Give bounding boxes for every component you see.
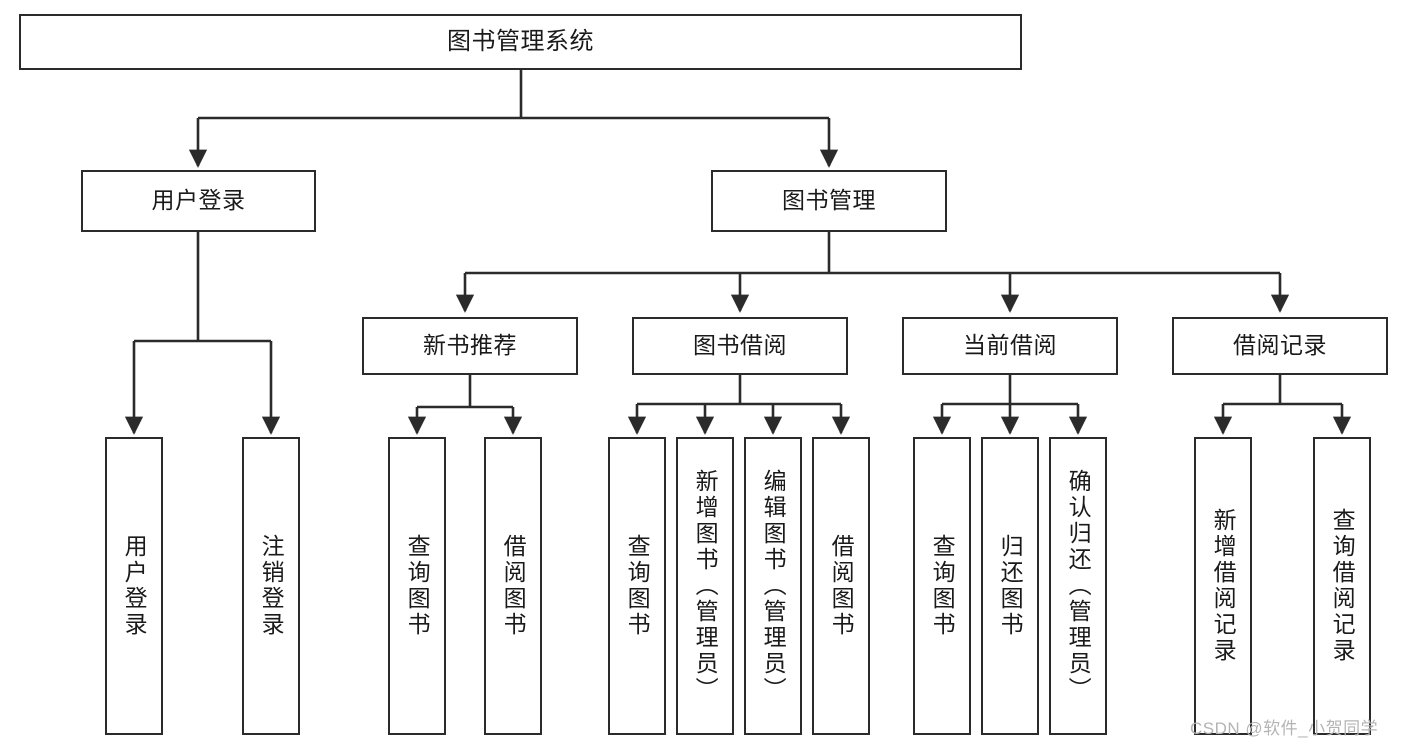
leaf-add-borrow-record[interactable]: 新增借阅记录 [1194, 437, 1252, 735]
leaf-query-borrow-record[interactable]: 查询借阅记录 [1313, 437, 1371, 735]
node-book-management[interactable]: 图书管理 [711, 170, 947, 232]
node-user-login[interactable]: 用户登录 [81, 170, 316, 232]
leaf-return-book[interactable]: 归还图书 [981, 437, 1039, 735]
leaf-add-book-admin[interactable]: 新增图书（管理员） [676, 437, 734, 735]
node-current-borrowing[interactable]: 当前借阅 [902, 317, 1118, 375]
csdn-watermark: CSDN @软件_小贺同学 [1190, 719, 1379, 738]
node-root-book-management-system[interactable]: 图书管理系统 [19, 14, 1022, 70]
leaf-confirm-return-admin[interactable]: 确认归还（管理员） [1049, 437, 1107, 735]
leaf-logout[interactable]: 注销登录 [242, 437, 300, 735]
node-borrow-records[interactable]: 借阅记录 [1172, 317, 1388, 375]
node-new-book-recommendation[interactable]: 新书推荐 [362, 317, 578, 375]
leaf-query-books-new-book[interactable]: 查询图书 [388, 437, 446, 735]
leaf-user-login[interactable]: 用户登录 [105, 437, 163, 735]
node-book-borrowing[interactable]: 图书借阅 [632, 317, 848, 375]
leaf-edit-book-admin[interactable]: 编辑图书（管理员） [744, 437, 802, 735]
leaf-query-books-current[interactable]: 查询图书 [913, 437, 971, 735]
leaf-borrow-book[interactable]: 借阅图书 [812, 437, 870, 735]
leaf-borrow-books-new-book[interactable]: 借阅图书 [484, 437, 542, 735]
leaf-query-books-borrow[interactable]: 查询图书 [608, 437, 666, 735]
